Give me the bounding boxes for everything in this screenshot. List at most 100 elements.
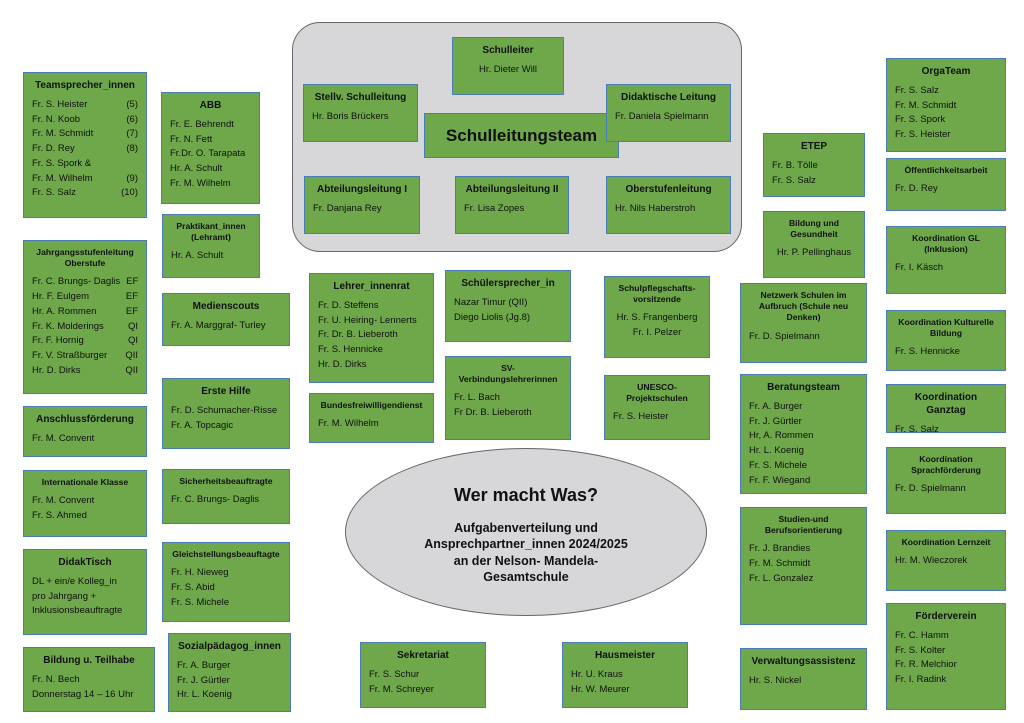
box-title: Medienscouts (192, 301, 260, 312)
person-name: Fr. F. Wiegand (749, 474, 811, 486)
person-name: Diego Liolis (Jg.8) (454, 311, 531, 323)
subtitle-line: Ansprechpartner_innen 2024/2025 (424, 537, 628, 552)
person-name: Fr. N. Koob (32, 113, 81, 125)
box-title: Jahrgangsstufenleitung Oberstufe (36, 247, 134, 269)
person-name: Hr. A. Rommen (32, 305, 97, 317)
box-title: Schulleiter (482, 45, 534, 56)
person-name: Fr. D. Spielmann (895, 483, 966, 495)
person-name: Fr. S. Heister (895, 129, 951, 141)
person-name: DL + ein/e Kolleg_in (32, 576, 117, 587)
box-title: Abteilungsleitung II (465, 184, 559, 195)
person-name: Fr. S. Salz (772, 174, 816, 186)
person-name: Fr. S. Spork (895, 114, 946, 126)
person-tag: EF (125, 291, 138, 303)
person-row: Fr. S. Spork & (32, 157, 138, 172)
box-title: Bildung u. Teilhabe (43, 655, 135, 666)
person-name: Hr. A. Schult (171, 250, 224, 262)
person-name: Fr. J. Gürtler (749, 415, 802, 427)
box-title: Bildung und Gesundheit (788, 218, 840, 240)
person-name: Fr. D. Spielmann (749, 330, 820, 342)
box-title: Schülersprecher_in (461, 278, 555, 289)
box-title: Anschlussförderung (36, 414, 134, 425)
box-title: ABB (199, 100, 222, 111)
subtitle-line: Aufgabenverteilung und (454, 521, 598, 535)
box-title: DidakTisch (58, 557, 112, 568)
person-name: Hr. Nils Haberstroh (615, 203, 696, 214)
person-name: Hr. W. Meurer (571, 683, 630, 695)
box-abteilungsleitung-2: Abteilungsleitung II Fr. Lisa Zopes (455, 176, 569, 234)
person-name: Fr. L. Gonzalez (749, 572, 814, 584)
person-name: Fr. S. Ahmed (32, 509, 87, 521)
person-name: Fr. S. Hennicke (318, 344, 383, 356)
box-title: OrgaTeam (921, 66, 971, 77)
person-name: Donnerstag 14 – 16 Uhr (32, 688, 134, 700)
person-name: Fr. S. Michele (171, 596, 230, 608)
box-title: Sozialpädagog_innen (178, 641, 281, 652)
person-name: Fr. S. Abid (171, 581, 215, 593)
person-tag: QI (127, 335, 138, 347)
person-row: Fr. M. Schmidt(7) (32, 127, 138, 142)
box-title: Sicherheitsbeauftragte (179, 476, 273, 486)
person-name: Fr. S. Hennicke (895, 346, 960, 358)
person-name: Fr. R. Melchior (895, 659, 957, 671)
person-name: Fr. M. Schmidt (749, 558, 811, 570)
subtitle-line: Gesamtschule (483, 569, 569, 584)
box-title: Koordination Kulturelle Bildung (898, 317, 994, 339)
person-name: Hr, A. Rommen (749, 430, 814, 442)
box-title: Internationale Klasse (41, 477, 129, 487)
person-name: Fr. A. Burger (749, 401, 803, 412)
box-title: Stellv. Schulleitung (314, 92, 407, 103)
person-name: Fr. B. Tölle (772, 160, 818, 171)
person-row: Fr. D. Rey(8) (32, 142, 138, 157)
person-name: Hr. A. Schult (170, 163, 223, 175)
person-name: Hr. Boris Brückers (312, 111, 389, 122)
person-name: Hr. M. Wieczorek (895, 555, 968, 567)
person-name: Hr. D. Dirks (318, 358, 367, 370)
person-tag: (7) (126, 128, 138, 140)
person-row: Fr. N. Koob(6) (32, 113, 138, 128)
person-row: Fr. S. Salz(10) (32, 186, 138, 201)
person-name: Fr. M. Schmidt (895, 99, 957, 111)
box-title: Oberstufenleitung (625, 184, 712, 195)
person-name: Hr. L. Koenig (177, 689, 232, 701)
person-name: Fr. S. Kolter (895, 644, 946, 656)
person-name: Fr. M. Wilhelm (170, 177, 231, 189)
person-name: Fr.Dr. O. Tarapata (170, 148, 246, 160)
diagram-title: Wer macht Was? (453, 485, 599, 505)
box-title: Lehrer_innenrat (333, 281, 410, 292)
person-name: Fr. A. Burger (177, 660, 231, 671)
person-name: Fr. K. Molderings (32, 320, 104, 332)
box-title: Förderverein (915, 611, 977, 622)
box-title: ETEP (800, 141, 828, 152)
person-name: Fr. A. Marggraf- Turley (171, 320, 266, 331)
box-title: Schulpflegschafts-vorsitzende (618, 283, 696, 305)
person-name: Fr. A. Topcagic (171, 419, 234, 431)
person-name: Fr. Lisa Zopes (464, 203, 525, 214)
person-row: Fr. M. Wilhelm(9) (32, 172, 138, 187)
diagram-subtitle: Aufgabenverteilung und Ansprechpartner_i… (346, 520, 706, 585)
box-title: Didaktische Leitung (620, 92, 716, 103)
box-title: Beratungsteam (767, 382, 840, 393)
person-name: Fr. S. Heister (613, 411, 669, 423)
person-name: Fr. C. Brungs- Daglis (171, 494, 260, 506)
box-title: Abteilungsleitung I (317, 184, 407, 195)
person-name: Hr. D. Dirks (32, 364, 81, 376)
person-tag: QI (127, 320, 138, 332)
person-name: Fr. M. Schreyer (369, 683, 434, 695)
person-name: Hr. P. Pellinghaus (776, 247, 852, 259)
person-name: Fr. N. Fett (170, 133, 213, 145)
